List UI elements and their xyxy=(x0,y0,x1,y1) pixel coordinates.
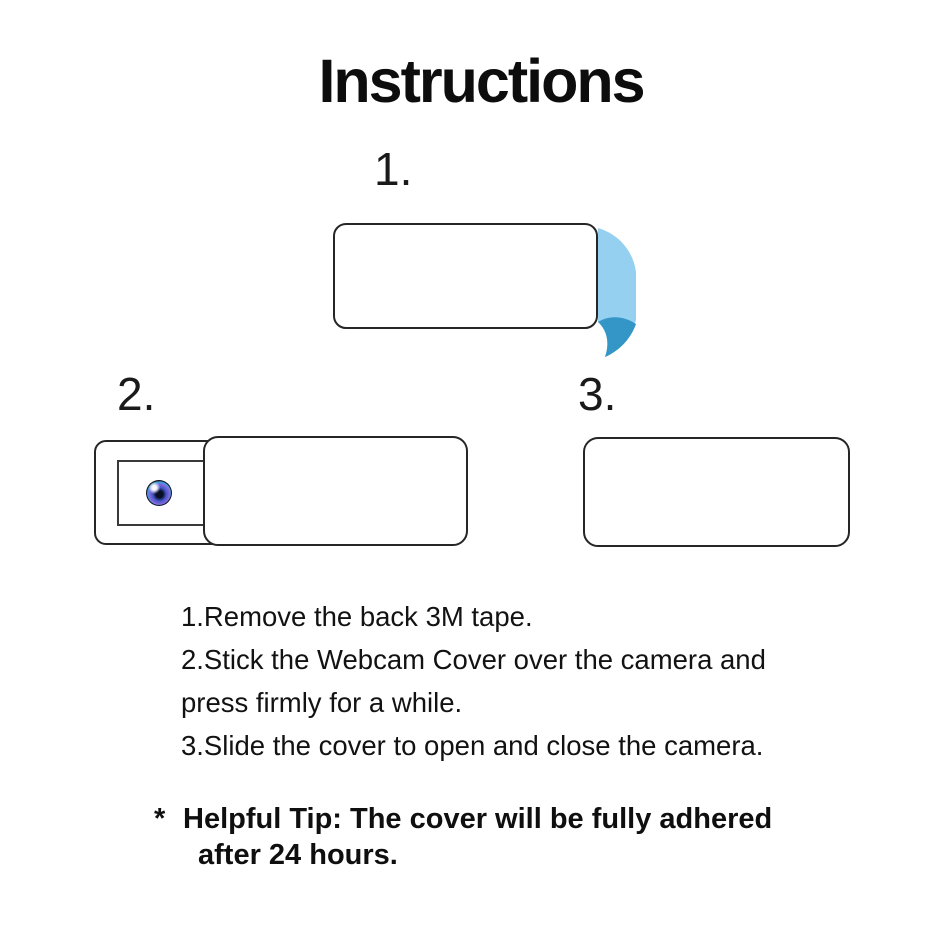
step-2-number: 2. xyxy=(117,368,156,420)
step-2-camera-window xyxy=(117,460,209,526)
step-3-number: 3. xyxy=(578,368,617,420)
tape-peel-curl xyxy=(598,317,636,357)
instruction-line-1: 1.Remove the back 3M tape. xyxy=(181,601,533,632)
tip-line-2: after 24 hours. xyxy=(198,839,398,871)
instruction-line-2: 2.Stick the Webcam Cover over the camera… xyxy=(181,644,766,675)
helpful-tip: * Helpful Tip: The cover will be fully ad… xyxy=(154,801,772,873)
step-1-cover-illustration xyxy=(333,223,598,329)
tip-text-1: Helpful Tip: The cover will be fully adh… xyxy=(183,803,773,835)
step-3-cover-illustration xyxy=(583,437,850,547)
tape-peel-icon xyxy=(598,228,636,357)
camera-lens-icon xyxy=(146,480,172,506)
instruction-line-4: 3.Slide the cover to open and close the … xyxy=(181,730,764,761)
asterisk-marker: * xyxy=(154,803,166,835)
instruction-text: 1.Remove the back 3M tape. 2.Stick the W… xyxy=(181,595,766,767)
step-1-number: 1. xyxy=(374,143,413,195)
instruction-line-3: press firmly for a while. xyxy=(181,687,463,718)
tip-line-1: * Helpful Tip: The cover will be fully ad… xyxy=(154,801,772,837)
step-2-slider-cover xyxy=(203,436,468,546)
page-title: Instructions xyxy=(318,47,645,115)
